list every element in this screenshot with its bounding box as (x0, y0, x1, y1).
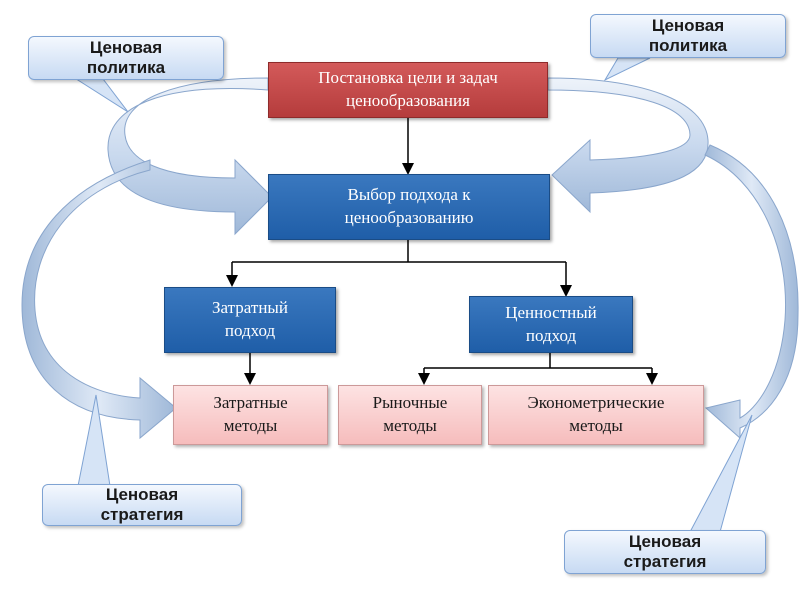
callout-tail-policy-left (68, 74, 129, 113)
swoosh-arrow-left-upper (107, 77, 273, 236)
node-econometric-methods: Эконометрические методы (488, 385, 704, 445)
node-label: Ценностный подход (505, 302, 597, 345)
callout-label: Ценовая стратегия (623, 531, 707, 571)
swoosh-arrow-left-lower (21, 159, 177, 440)
callout-label: Ценовая стратегия (100, 484, 184, 524)
swoosh-arrow-right-upper (547, 77, 709, 214)
node-market-methods: Рыночные методы (338, 385, 482, 445)
node-label: Эконометрические методы (527, 393, 665, 435)
callout-label: Ценовая политика (86, 37, 166, 77)
callout-tail-policy-right (603, 57, 651, 82)
node-label: Затратные методы (213, 393, 288, 435)
node-label: Постановка цели и задач ценообразования (318, 68, 498, 110)
callout-pricing-strategy-right: Ценовая стратегия (564, 530, 766, 574)
node-approach-choice: Выбор подхода к ценообразованию (268, 174, 550, 240)
node-value-approach: Ценностный подход (469, 296, 633, 353)
node-cost-approach: Затратный подход (164, 287, 336, 353)
callout-pricing-policy-right: Ценовая политика (590, 14, 786, 58)
callout-label: Ценовая политика (648, 15, 728, 55)
node-label: Выбор подхода к ценообразованию (344, 185, 474, 227)
node-label: Рыночные методы (372, 393, 448, 435)
node-cost-methods: Затратные методы (173, 385, 328, 445)
callout-pricing-strategy-left: Ценовая стратегия (42, 484, 242, 526)
node-label: Затратный подход (212, 298, 288, 340)
swoosh-arrow-right-lower (704, 144, 799, 440)
node-goal-setting: Постановка цели и задач ценообразования (268, 62, 548, 118)
callout-pricing-policy-left: Ценовая политика (28, 36, 224, 80)
